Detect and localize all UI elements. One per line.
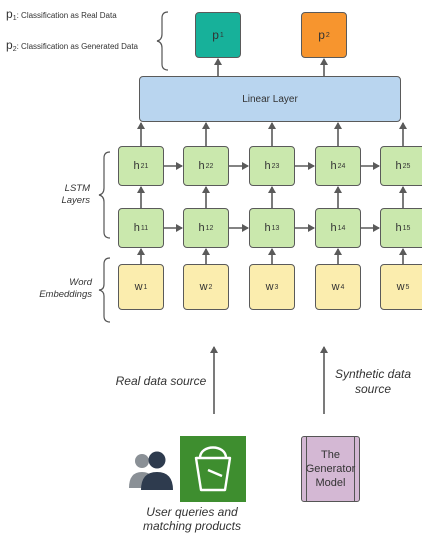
- cell-base: w: [134, 281, 143, 293]
- cell-base: h: [133, 222, 140, 234]
- generator-model-inner: [306, 436, 355, 502]
- output-p1-label: p: [212, 28, 219, 42]
- legend-p2-sub: 2: [12, 46, 17, 53]
- lstm-label-line2: Layers: [61, 195, 90, 206]
- user-queries-caption: User queries and matching products: [122, 505, 262, 533]
- cell-base: h: [198, 160, 205, 172]
- cell-base: h: [330, 160, 337, 172]
- cell-sub: 25: [402, 162, 411, 170]
- legend-p2: p2: Classification as Generated Data: [6, 38, 138, 53]
- cell-base: h: [198, 222, 205, 234]
- cell-sub: 2: [208, 283, 213, 291]
- cell-sub: 4: [340, 283, 345, 291]
- embeddings-label-line1: Word: [69, 277, 92, 288]
- legend-p1-text: : Classification as Real Data: [16, 11, 117, 20]
- generator-line3: Model: [315, 477, 346, 489]
- generator-line1: The: [321, 449, 340, 461]
- cell-base: h: [264, 160, 271, 172]
- cell-base: h: [395, 222, 402, 234]
- legend-p1-sub: 1: [12, 15, 17, 22]
- output-p1-sub: 1: [219, 31, 224, 39]
- cell-base: h: [133, 160, 140, 172]
- cell-base: h: [330, 222, 337, 234]
- cell-base: h: [395, 160, 402, 172]
- generator-line2: Generator: [305, 463, 356, 475]
- synthetic-label-line2: source: [354, 382, 392, 396]
- lstm-layers-label: LSTM Layers: [40, 183, 90, 207]
- cell-base: h: [264, 222, 271, 234]
- synthetic-data-source-label: Synthetic data source: [330, 367, 416, 397]
- output-p2-label: p: [318, 28, 325, 42]
- cell-sub: 5: [405, 283, 410, 291]
- lstm-label-line1: LSTM: [64, 183, 90, 194]
- output-p2-sub: 2: [325, 31, 330, 39]
- cell-sub: 14: [337, 224, 346, 232]
- linear-layer-label: Linear Layer: [242, 93, 298, 105]
- cell-base: w: [265, 281, 274, 293]
- synthetic-label-line1: Synthetic data: [334, 367, 412, 381]
- generator-model-text: The Generator Model: [302, 437, 359, 501]
- generator-model: The Generator Model: [301, 436, 360, 502]
- cell-sub: 23: [271, 162, 280, 170]
- lstm-brace: [98, 151, 111, 239]
- legend-p1-symbol: p: [6, 7, 13, 21]
- word-embeddings-label: Word Embeddings: [20, 277, 92, 301]
- cell-sub: 21: [140, 162, 149, 170]
- cell-sub: 1: [143, 283, 148, 291]
- storage-bucket-icon: [180, 436, 246, 502]
- legend-brace: [156, 11, 169, 71]
- cell-base: w: [199, 281, 208, 293]
- caption-line1: User queries and: [146, 505, 238, 519]
- cell-sub: 12: [205, 224, 214, 232]
- cell-sub: 13: [271, 224, 280, 232]
- real-data-source-label: Real data source: [115, 374, 207, 388]
- embeddings-label-line2: Embeddings: [39, 289, 92, 300]
- legend-p2-text: : Classification as Generated Data: [16, 42, 138, 51]
- cell-sub: 24: [337, 162, 346, 170]
- legend-p1: p1: Classification as Real Data: [6, 7, 117, 22]
- embeddings-brace: [98, 257, 111, 323]
- linear-layer: Linear Layer: [139, 76, 401, 122]
- caption-line2: matching products: [142, 519, 242, 533]
- legend-p2-symbol: p: [6, 38, 13, 52]
- cell-base: w: [396, 281, 405, 293]
- cell-sub: 22: [205, 162, 214, 170]
- users-icon: [129, 451, 173, 490]
- cell-sub: 11: [140, 224, 149, 232]
- cell-sub: 3: [274, 283, 279, 291]
- cell-base: w: [331, 281, 340, 293]
- cell-sub: 15: [402, 224, 411, 232]
